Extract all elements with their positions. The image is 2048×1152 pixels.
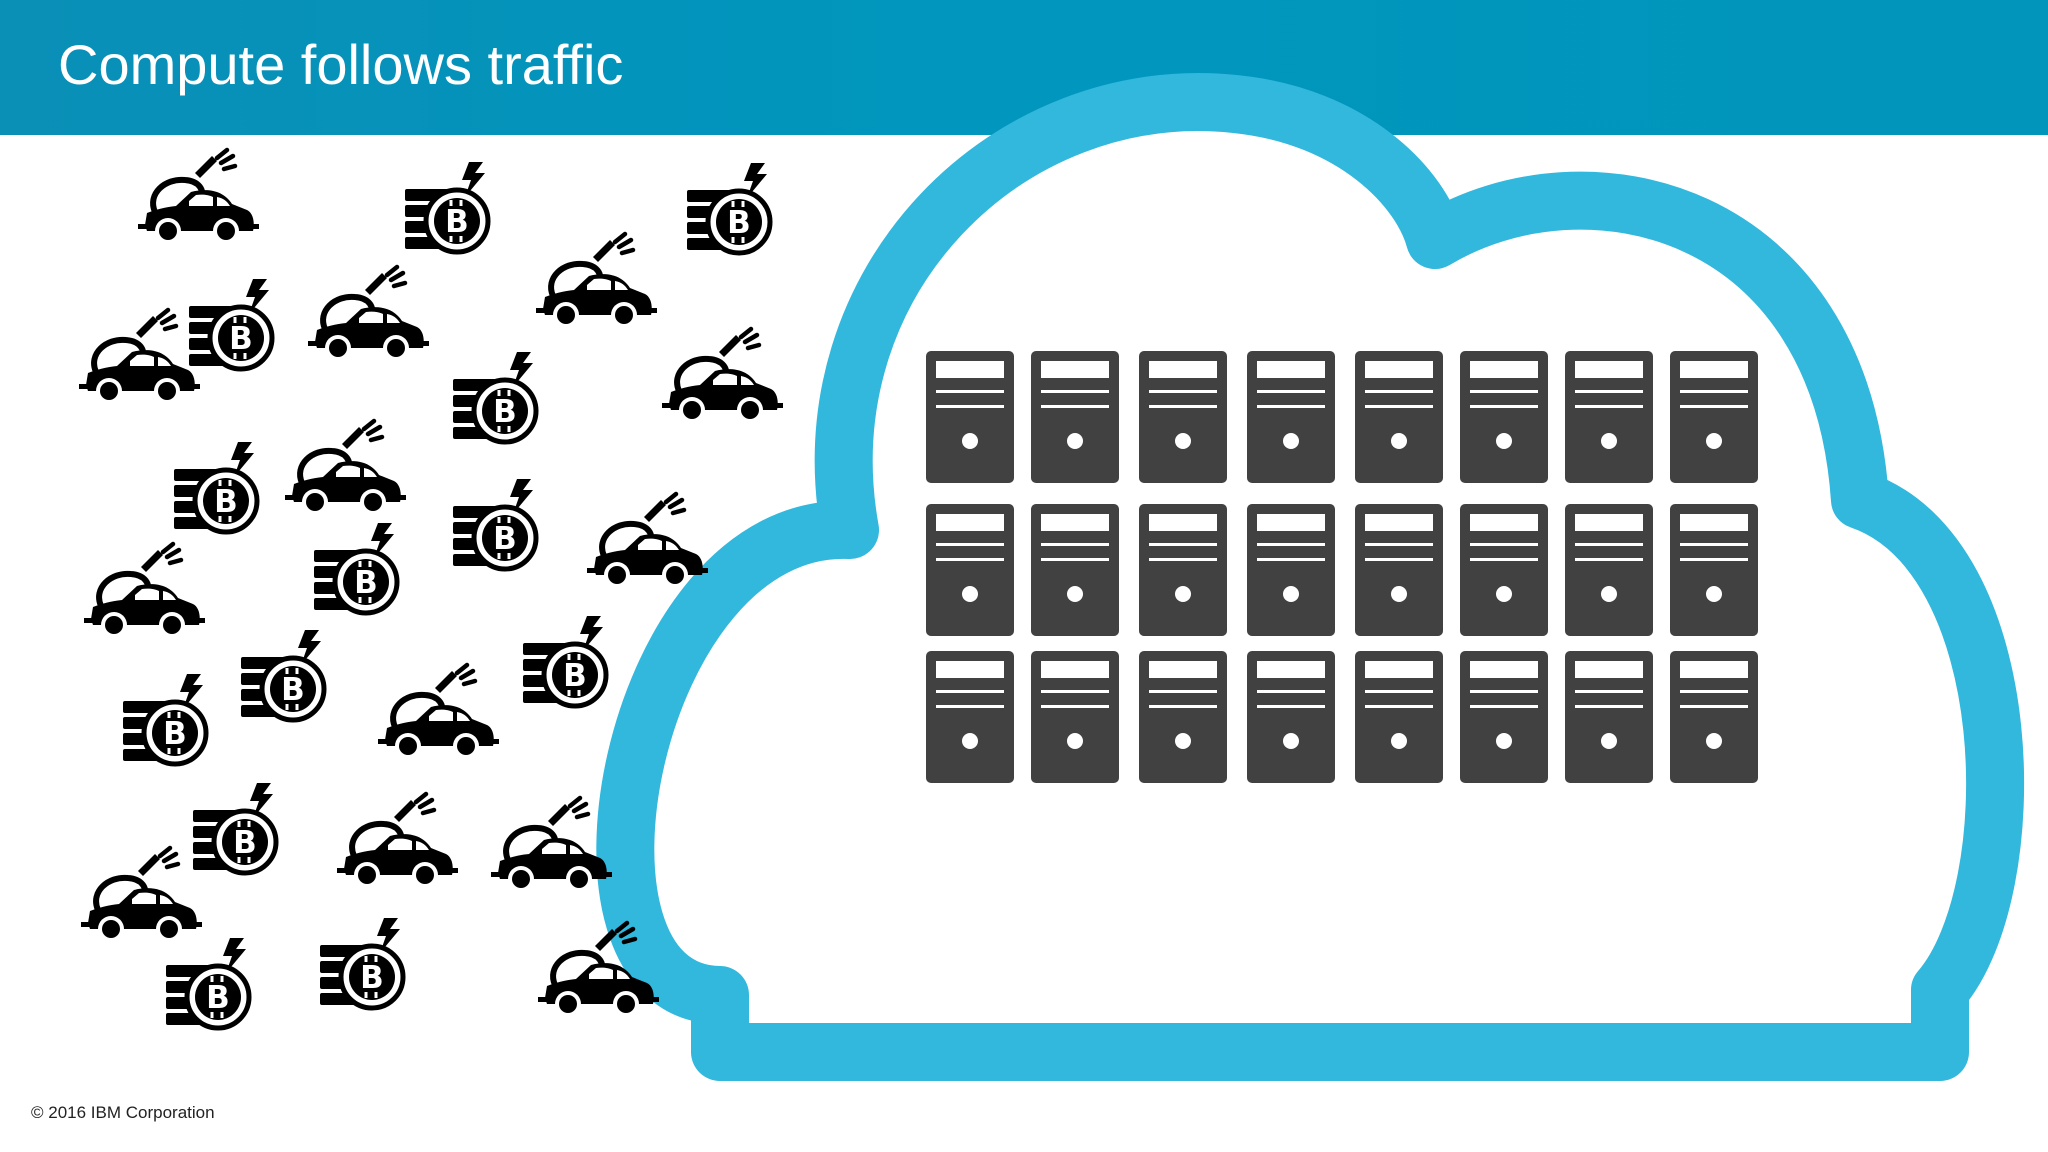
server-icon (1247, 504, 1335, 636)
server-icon (1670, 651, 1758, 783)
slide-title: Compute follows traffic (58, 33, 624, 96)
electric-car-icon (536, 234, 657, 328)
electric-car-icon (337, 794, 458, 888)
bitcoin-coin-stack-icon (320, 918, 403, 1008)
bitcoin-coin-stack-icon (123, 674, 206, 764)
server-icon (926, 651, 1014, 783)
server-icon (1670, 351, 1758, 483)
server-icon (1460, 651, 1548, 783)
server-icon (1139, 351, 1227, 483)
server-icon (1460, 504, 1548, 636)
bitcoin-coin-stack-icon (523, 616, 606, 706)
bitcoin-coin-stack-icon (405, 162, 488, 252)
server-icon (1355, 351, 1443, 483)
electric-car-icon (84, 544, 205, 638)
bitcoin-coin-stack-icon (189, 279, 272, 369)
electric-car-icon (662, 329, 783, 423)
slide-header (0, 0, 2048, 135)
electric-car-icon (138, 150, 259, 244)
server-icon (1139, 651, 1227, 783)
server-icon (1460, 351, 1548, 483)
electric-car-icon (79, 310, 200, 404)
server-icon (926, 504, 1014, 636)
bitcoin-coin-stack-icon (241, 630, 324, 720)
electric-car-icon (308, 267, 429, 361)
server-icon (1031, 651, 1119, 783)
server-icon (1565, 351, 1653, 483)
bitcoin-coin-stack-icon (453, 352, 536, 442)
server-icon (1670, 504, 1758, 636)
server-icon (926, 351, 1014, 483)
copyright-footer: © 2016 IBM Corporation (31, 1103, 215, 1122)
electric-car-icon (587, 494, 708, 588)
bitcoin-coin-stack-icon (453, 479, 536, 569)
bitcoin-coin-stack-icon (166, 938, 249, 1028)
server-icon (1139, 504, 1227, 636)
bitcoin-coin-stack-icon (314, 523, 397, 613)
server-icon (1031, 351, 1119, 483)
bitcoin-coin-stack-icon (174, 442, 257, 532)
server-icon (1247, 651, 1335, 783)
server-icon (1565, 504, 1653, 636)
bitcoin-coin-stack-icon (193, 783, 276, 873)
electric-car-icon (491, 798, 612, 892)
server-icon (1355, 651, 1443, 783)
server-icon (1247, 351, 1335, 483)
server-icon (1565, 651, 1653, 783)
electric-car-icon (81, 848, 202, 942)
server-icon (1355, 504, 1443, 636)
electric-car-icon (285, 421, 406, 515)
server-icon (1031, 504, 1119, 636)
electric-car-icon (378, 665, 499, 759)
bitcoin-coin-stack-icon (687, 163, 770, 253)
